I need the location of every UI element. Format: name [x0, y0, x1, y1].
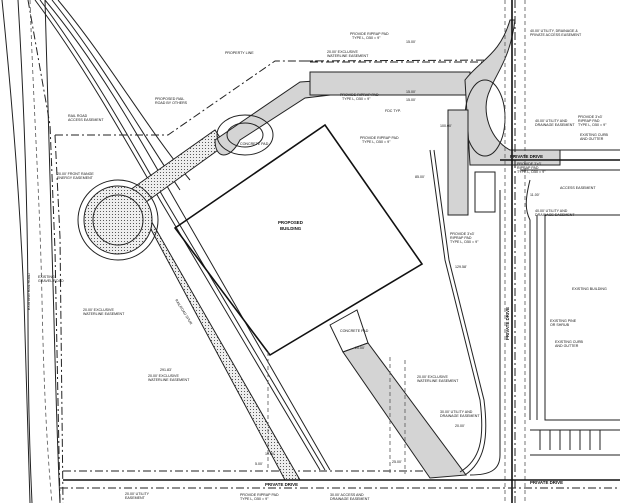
drawing-label: EXISTING [38, 275, 55, 279]
drawing-label: WATERLINE EASEMENT [83, 312, 125, 316]
drawing-label: 100.00' [440, 124, 452, 128]
drawing-label: RIPRAP PAD [450, 236, 472, 240]
drawing-label: PRIVATE DRIVE [505, 307, 510, 340]
parking-stalls [447, 109, 469, 216]
drawing-label: TYPE L, D50 = 9" [342, 97, 371, 101]
drawing-label: WATERLINE EASEMENT [327, 54, 369, 58]
drawing-label: EXISTING CURB [580, 133, 609, 137]
drawing-label: 40.00' UTILITY AND [535, 119, 568, 123]
drawing-label: FDC TYP. [385, 109, 401, 113]
drawing-label: RIPRAP PAD [578, 119, 600, 123]
drawing-label: 15.00' [406, 98, 416, 102]
drawing-label: RAILROAD SPUR [174, 298, 193, 325]
drawing-label: 20.00' [455, 424, 465, 428]
drawing-label: TYPE L, D50 = 9" [450, 240, 479, 244]
drawing-label: TYPE L, D50 = 9" [362, 140, 391, 144]
existing-building [525, 179, 620, 456]
drawing-label: BUILDING [280, 226, 302, 231]
drawing-label: 20.00' EXCLUSIVE [417, 375, 448, 379]
drawing-label: PRIVATE DRIVE [530, 480, 563, 485]
drawing-label: 85.00' [415, 175, 425, 179]
drawing-label: GRAVEL ROAD [38, 279, 64, 283]
drawing-label: 20.00' EXCLUSIVE [83, 308, 114, 312]
drawing-label: TYPE L, D50 = 9" [352, 36, 381, 40]
drawing-label: TYPE L, D50 = 9" [240, 497, 269, 501]
drawing-label: DRAINAGE EASEMENT [330, 497, 370, 501]
drawing-label: 20.00' FRONT RANGE [57, 172, 94, 176]
drawing-label: AND GUTTER [580, 137, 604, 141]
drawing-label: 20.00' EXCLUSIVE [148, 374, 179, 378]
property-line-label: PROPERTY LINE [225, 51, 254, 55]
drawing-label: CONCRETE PAD [240, 142, 269, 146]
drawing-label: 25.00' [392, 460, 402, 464]
drawing-label: PROPOSED [278, 220, 303, 225]
drawing-label: 30.00' ACCESS AND [330, 493, 364, 497]
drawing-label: 40.00' UTILITY, DRAINAGE & [530, 29, 578, 33]
drawing-label: PROVIDE 3'x3' [517, 162, 542, 166]
drawing-label: ROAD BY OTHERS [155, 101, 188, 105]
drawing-label: EXISTING CURB [555, 340, 584, 344]
existing-gravel-road [1, 0, 61, 503]
drawing-label: ACCESS EASEMENT [68, 118, 104, 122]
drawing-label: 30.00' UTILITY AND [440, 410, 473, 414]
hatched-pad [342, 342, 467, 479]
drawing-label: EXISTING PINE [550, 319, 577, 323]
drawing-label: PROVIDE RIPRAP PAD [350, 32, 389, 36]
drawing-label: PROVIDE 3'x3' [578, 115, 603, 119]
drawing-label: ENERGY EASEMENT [57, 176, 94, 180]
drawing-label: OR SHRUB [550, 323, 570, 327]
drawing-label: 15.00' [406, 40, 416, 44]
drawing-label: AND GUTTER [555, 344, 579, 348]
drawing-label: 20.00' EXCLUSIVE [327, 50, 358, 54]
drawing-label: WATERLINE EASEMENT [148, 378, 190, 382]
drawing-label: 5.00' [255, 462, 263, 466]
drawing-label: RAIL ROAD [68, 114, 88, 118]
drawing-label: EXISTING RAIL ROAD [27, 273, 31, 310]
drawing-label: DRAINAGE EASEMENT [535, 213, 575, 217]
private-drive [60, 0, 620, 503]
drawing-label: PRIVATE ACCESS EASEMENT [530, 33, 582, 37]
drawing-label: 20.00' UTILITY [125, 492, 150, 496]
drawing-label: RIPRAP PAD [517, 166, 539, 170]
drawing-label: 11.00' [530, 193, 540, 197]
drawing-label: 15.00' [406, 90, 416, 94]
drawing-label: DRAINAGE EASEMENT [440, 414, 480, 418]
drawing-label: PROVIDE RIPRAP PAD [360, 136, 399, 140]
drawing-label: 291.83' [160, 368, 172, 372]
drawing-label: PRIVATE DRIVE [265, 482, 298, 487]
drive-loop [464, 19, 561, 166]
drawing-label: PROPOSED RAIL [155, 97, 184, 101]
drawing-label: PROVIDE RIPRAP PAD [340, 93, 379, 97]
drawing-label: PROVIDE RIPRAP PAD [240, 493, 279, 497]
property-line [54, 59, 501, 503]
turnaround [77, 179, 159, 261]
drawing-label: 40.00' UTILITY AND [535, 209, 568, 213]
drawing-label: EXISTING BUILDING [572, 287, 607, 291]
drawing-label: DRAINAGE EASEMENT [535, 123, 575, 127]
drawing-label: TYPE L, D50 = 9" [578, 123, 607, 127]
drawing-label: PRIVATE DRIVE [510, 154, 543, 159]
drawing-label: TYPE L, D50 = 9" [517, 170, 546, 174]
swale [429, 149, 483, 473]
drawing-label: CONCRETE PAD [340, 329, 369, 333]
drawing-label: 10.00' [265, 452, 275, 456]
building-label: PROPOSED BUILDING [278, 220, 303, 231]
drawing-label: ACCESS EASEMENT [560, 186, 596, 190]
proposed-building [173, 123, 424, 357]
drawing-label: 129.58' [455, 265, 467, 269]
drawing-label: EASEMENT [125, 496, 146, 500]
drawing-label: 20.00' [355, 346, 365, 350]
drawing-label: WATERLINE EASEMENT [417, 379, 459, 383]
drawing-label: PROVIDE 3'x3' [450, 232, 475, 236]
